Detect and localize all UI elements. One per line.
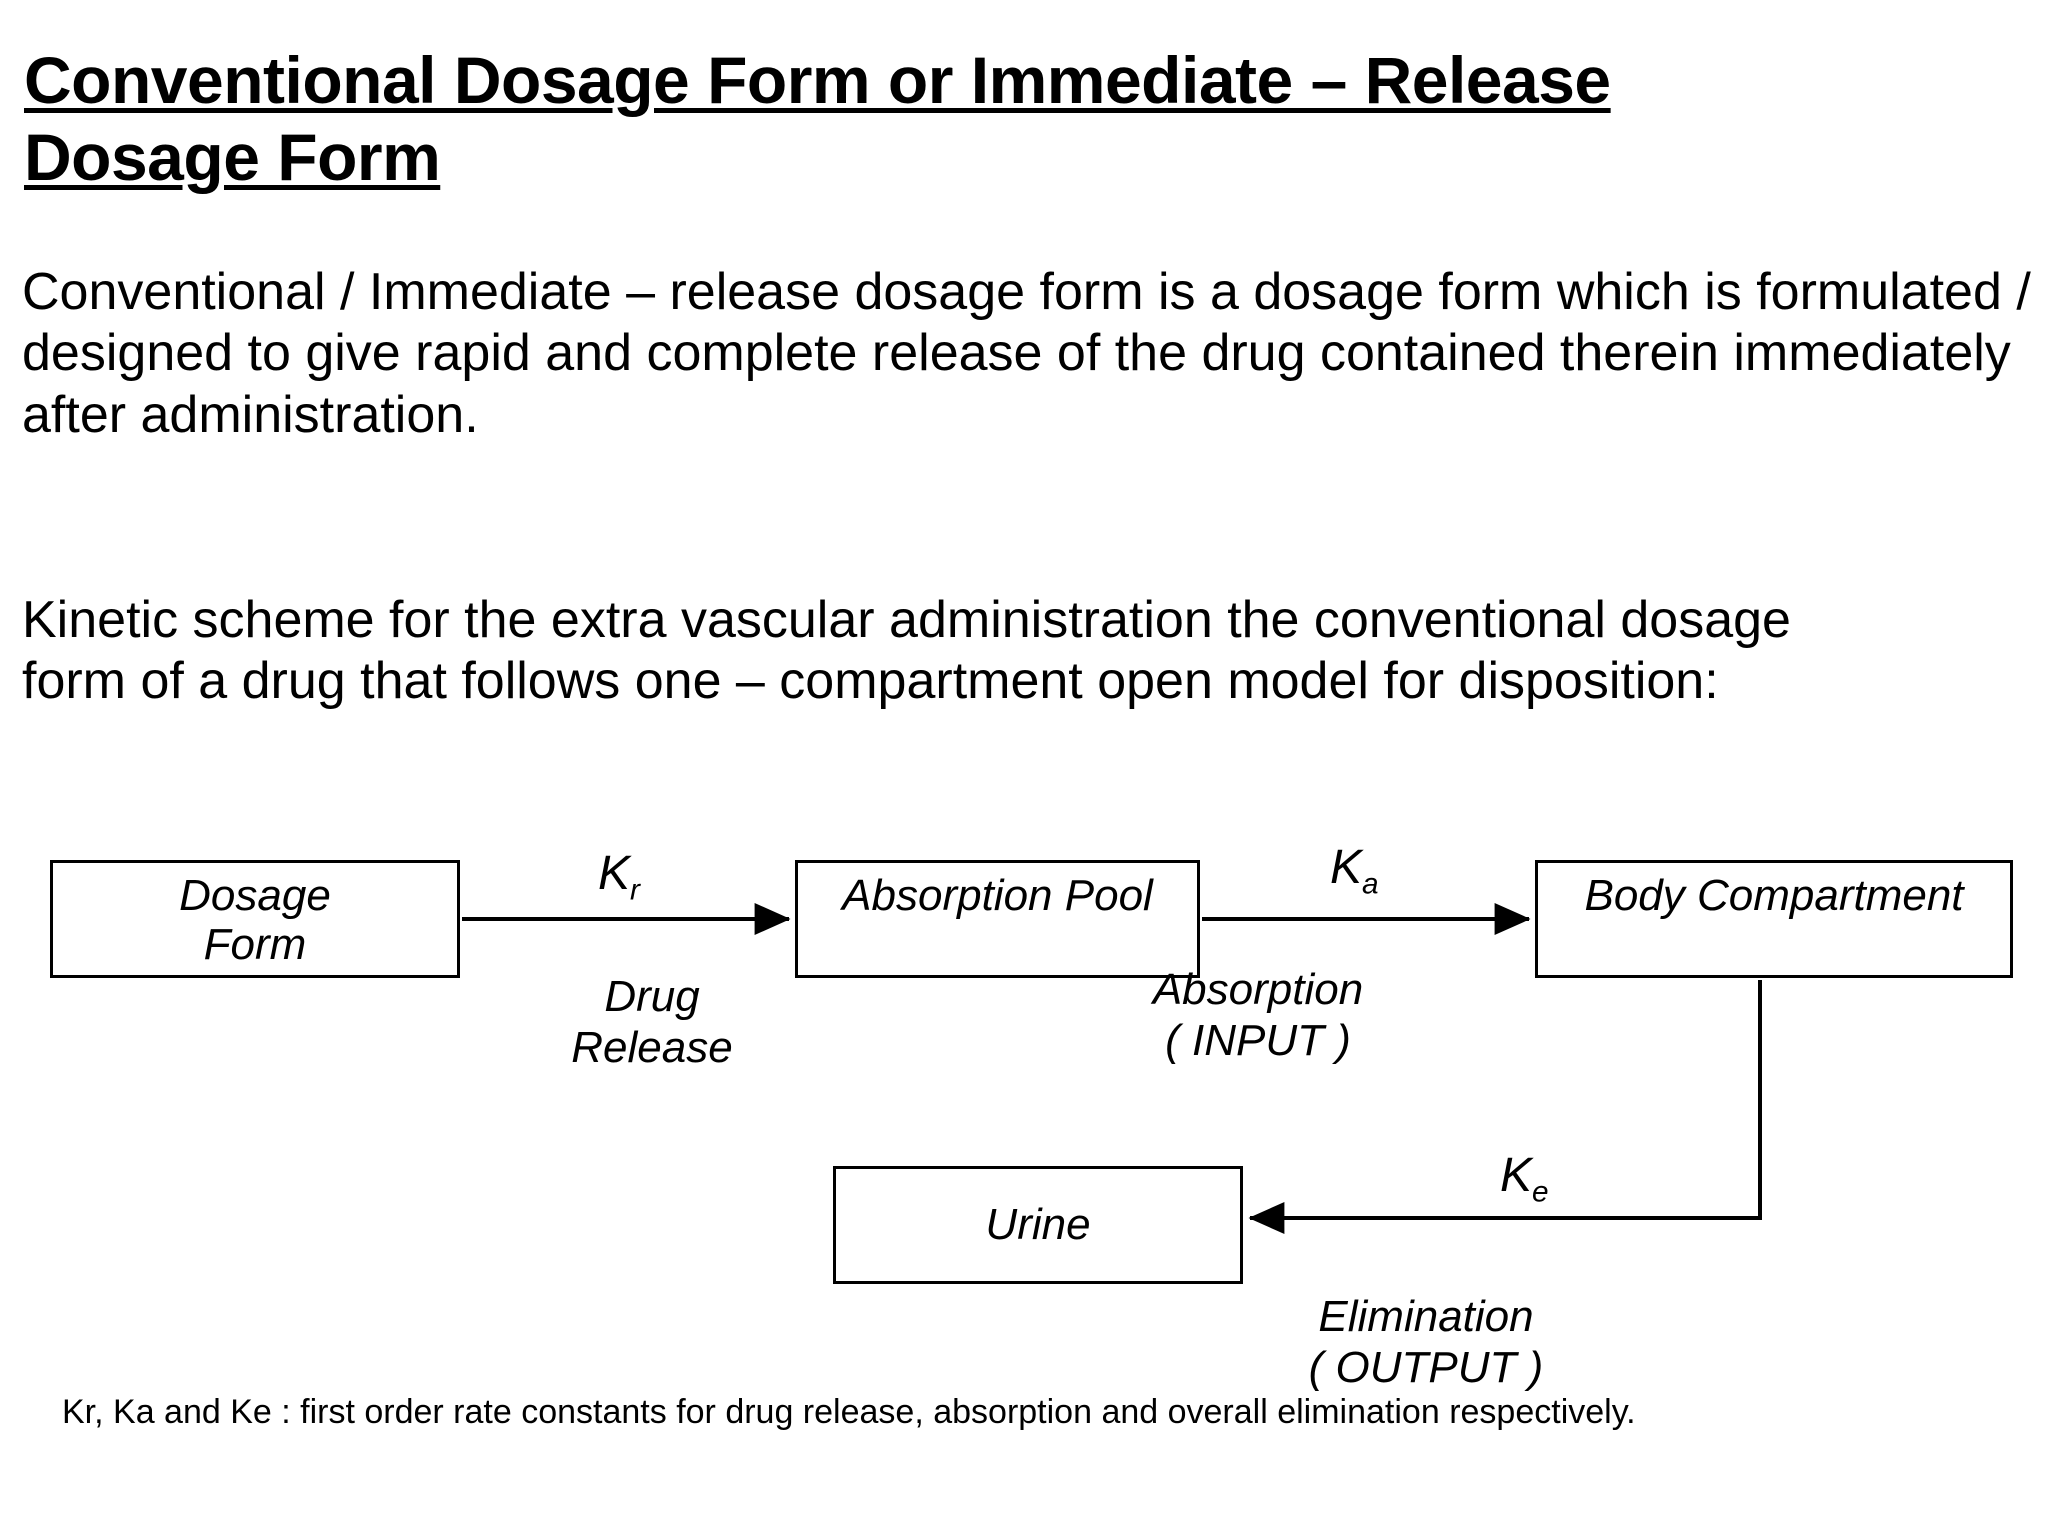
rate-constant-kr: Kr (598, 846, 640, 908)
title-line-1: Conventional Dosage Form or Immediate – … (24, 42, 2014, 119)
elimination-caption-line1: Elimination (1318, 1292, 1534, 1341)
dosage-form-label-line2: Form (203, 920, 307, 970)
elimination-caption-line2: ( OUTPUT ) (1308, 1342, 1544, 1392)
kr-symbol: K (598, 847, 631, 900)
kr-subscript: r (630, 873, 640, 907)
page-title: Conventional Dosage Form or Immediate – … (24, 42, 2014, 195)
footnote-rate-constants: Kr, Ka and Ke : first order rate constan… (62, 1393, 1636, 1431)
diagram-node-absorption-pool-label: Absorption Pool (842, 871, 1153, 920)
ka-symbol: K (1330, 841, 1363, 894)
diagram-node-urine: Urine (833, 1166, 1243, 1284)
absorption-caption-line1: Absorption (1152, 965, 1364, 1014)
diagram-node-body-compartment: Body Compartment (1535, 860, 2013, 978)
ka-subscript: a (1362, 867, 1379, 901)
edge-caption-elimination: Elimination( OUTPUT ) (1296, 1292, 1556, 1393)
title-line-1-text: Conventional Dosage Form or Immediate – … (24, 43, 1611, 117)
absorption-caption-line2: ( INPUT ) (1165, 1015, 1351, 1065)
diagram-node-body-compartment-label: Body Compartment (1584, 871, 1964, 920)
body-paragraph-2: Kinetic scheme for the extra vascular ad… (22, 591, 1791, 711)
edge-caption-absorption: Absorption( INPUT ) (1128, 965, 1388, 1066)
drug-release-caption-line2: Release (571, 1022, 733, 1072)
rate-constant-ka: Ka (1330, 840, 1379, 902)
dosage-form-label-line1: Dosage (179, 871, 331, 920)
ke-subscript: e (1532, 1175, 1549, 1209)
body-paragraph-1: Conventional / Immediate – release dosag… (22, 263, 2031, 444)
title-line-2: Dosage Form (24, 119, 2014, 196)
rate-constant-ke: Ke (1500, 1148, 1549, 1210)
diagram-node-urine-label: Urine (985, 1200, 1091, 1250)
drug-release-caption-line1: Drug (604, 972, 700, 1021)
diagram-node-absorption-pool: Absorption Pool (795, 860, 1200, 978)
ke-symbol: K (1500, 1149, 1533, 1202)
title-line-2-text: Dosage Form (24, 119, 441, 194)
